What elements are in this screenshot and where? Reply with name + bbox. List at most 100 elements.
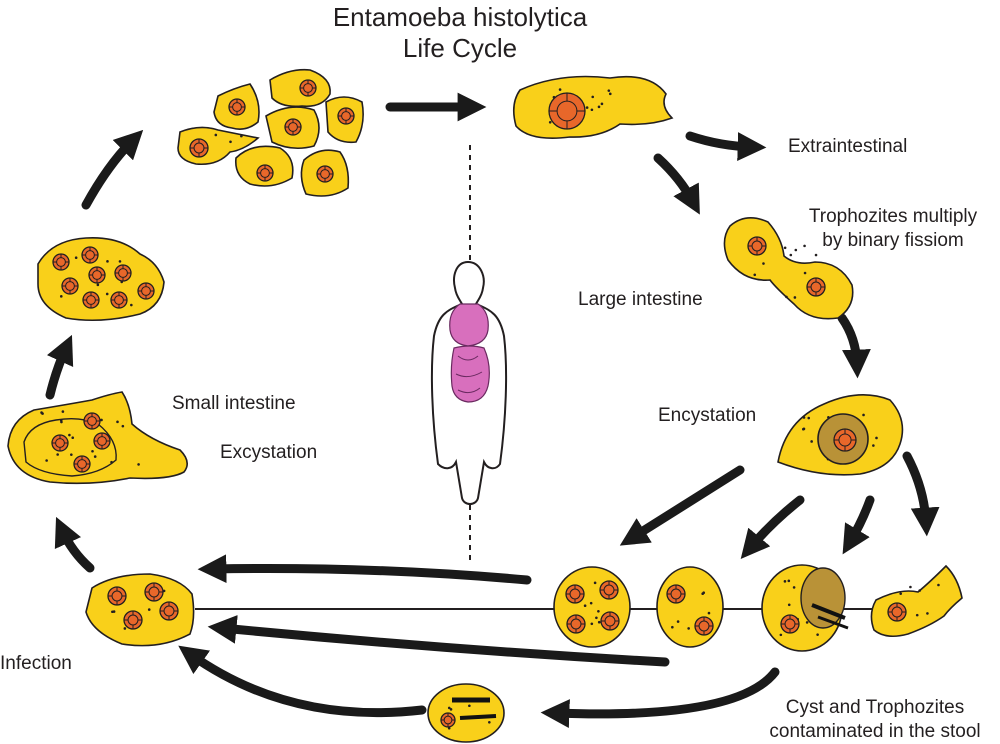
cytoplasm-dot	[597, 620, 601, 624]
cytoplasm-dot	[214, 133, 218, 137]
cytoplasm-dot	[600, 102, 604, 106]
cytoplasm-dot	[753, 273, 757, 277]
nucleus	[228, 98, 246, 116]
cytoplasm-dot	[805, 621, 809, 624]
cytoplasm-dot	[779, 633, 783, 637]
curved-arrow-icon	[178, 645, 427, 718]
cytoplasm-dot	[676, 620, 680, 623]
cytoplasm-dot	[802, 416, 806, 419]
cytoplasm-dot	[591, 95, 595, 99]
cytoplasm-dot	[71, 436, 75, 440]
cytoplasm-dot	[130, 303, 133, 307]
cytoplasm-dot	[585, 106, 589, 109]
cell-encystation	[777, 394, 904, 476]
cytoplasm-dot	[40, 411, 43, 414]
curved-arrow-icon	[45, 334, 74, 400]
label-extraintestinal: Extraintestinal	[788, 136, 908, 157]
curved-arrow-icon	[685, 131, 767, 161]
cytoplasm-dot	[807, 416, 811, 420]
cell-trophozoite-stool	[870, 564, 963, 638]
cytoplasm-dot	[56, 453, 59, 456]
cytoplasm-dot	[100, 418, 103, 422]
label-stool-line-2: contaminated in the stool	[769, 721, 981, 742]
nucleus	[144, 582, 164, 602]
cytoplasm-dot	[702, 591, 706, 594]
curved-arrow-icon	[653, 153, 700, 215]
cytoplasm-dot	[147, 608, 151, 611]
cytoplasm-dot	[810, 440, 813, 443]
cyst-four-nuclei	[553, 566, 631, 648]
label-small-intestine: Small intestine	[172, 393, 296, 414]
nucleus	[114, 264, 132, 282]
curved-arrow-icon	[207, 615, 670, 667]
nucleus	[93, 432, 111, 450]
cytoplasm-dot	[785, 295, 788, 299]
nucleus	[548, 92, 586, 130]
cytoplasm-dot	[447, 706, 451, 710]
cytoplasm-dot	[548, 121, 552, 124]
nucleus	[666, 584, 686, 604]
cytoplasm-dot	[111, 610, 114, 614]
nucleus	[566, 614, 586, 634]
label-trophozoites-line-1: Trophozites multiply	[808, 206, 978, 227]
label-excystation: Excystation	[220, 442, 318, 463]
cytoplasm-dot	[70, 453, 73, 456]
cyst-two-nuclei	[656, 566, 724, 648]
cytoplasm-dot	[707, 611, 711, 615]
label-stool: Cyst and Trophozites contaminated in the…	[760, 696, 990, 744]
cytoplasm-dot	[74, 256, 78, 259]
cytoplasm-dot	[118, 260, 122, 263]
cytoplasm-dot	[862, 413, 865, 417]
cyst-infection	[85, 573, 195, 647]
nucleus	[316, 165, 334, 183]
cytoplasm-dot	[240, 134, 243, 138]
label-stool-line-1: Cyst and Trophozites	[785, 697, 965, 718]
nucleus	[123, 610, 143, 630]
curved-arrow-icon	[197, 554, 532, 585]
nucleus	[159, 601, 179, 621]
cytoplasm-dot	[96, 283, 100, 287]
label-encystation: Encystation	[658, 405, 757, 426]
cytoplasm-dot	[589, 601, 593, 605]
cytoplasm-dot	[789, 253, 793, 257]
cytoplasm-dot	[794, 248, 798, 252]
cytoplasm-dot	[803, 244, 806, 248]
nucleus	[299, 79, 317, 97]
cell-top-right-trophozoite	[512, 75, 674, 139]
cytoplasm-dot	[671, 625, 674, 629]
diagram-title: Entamoeba histolytica Life Cycle	[250, 2, 670, 64]
cell-excystation	[7, 391, 188, 485]
cytoplasm-dot	[468, 704, 471, 708]
nucleus	[51, 434, 69, 452]
nucleus	[337, 107, 355, 125]
cytoplasm-dot	[91, 449, 94, 453]
title-line-2: Life Cycle	[402, 33, 518, 63]
cytoplasm-dot	[93, 455, 97, 458]
cytoplasm-dot	[937, 583, 940, 587]
cytoplasm-dot	[783, 580, 787, 583]
cytoplasm-dot	[595, 616, 598, 620]
cytoplasm-dot	[59, 295, 63, 298]
cytoplasm-dot	[793, 296, 797, 299]
cell-metacystic-trophozoite	[37, 237, 165, 322]
nucleus	[780, 614, 800, 634]
cytoplasm-dot	[593, 581, 597, 585]
cytoplasm-dot	[137, 463, 140, 466]
cytoplasm-dot	[106, 260, 109, 263]
cell-cluster-top	[177, 68, 364, 197]
cytoplasm-dot	[909, 585, 912, 589]
cell-binary-fission	[723, 217, 854, 320]
cytoplasm-dot	[449, 708, 453, 711]
nucleus	[110, 291, 128, 309]
cytoplasm-dot	[229, 140, 232, 144]
cytoplasm-dot	[590, 622, 594, 626]
curved-arrow-icon	[842, 495, 875, 555]
cytoplasm-dot	[926, 612, 929, 615]
nucleus	[61, 277, 79, 295]
cytoplasm-dot	[687, 627, 690, 630]
curved-arrow-icon	[81, 129, 144, 210]
nucleus	[284, 118, 302, 136]
cytoplasm-dot	[915, 613, 919, 617]
cytoplasm-dot	[783, 246, 787, 250]
cytoplasm-dot	[872, 444, 875, 447]
